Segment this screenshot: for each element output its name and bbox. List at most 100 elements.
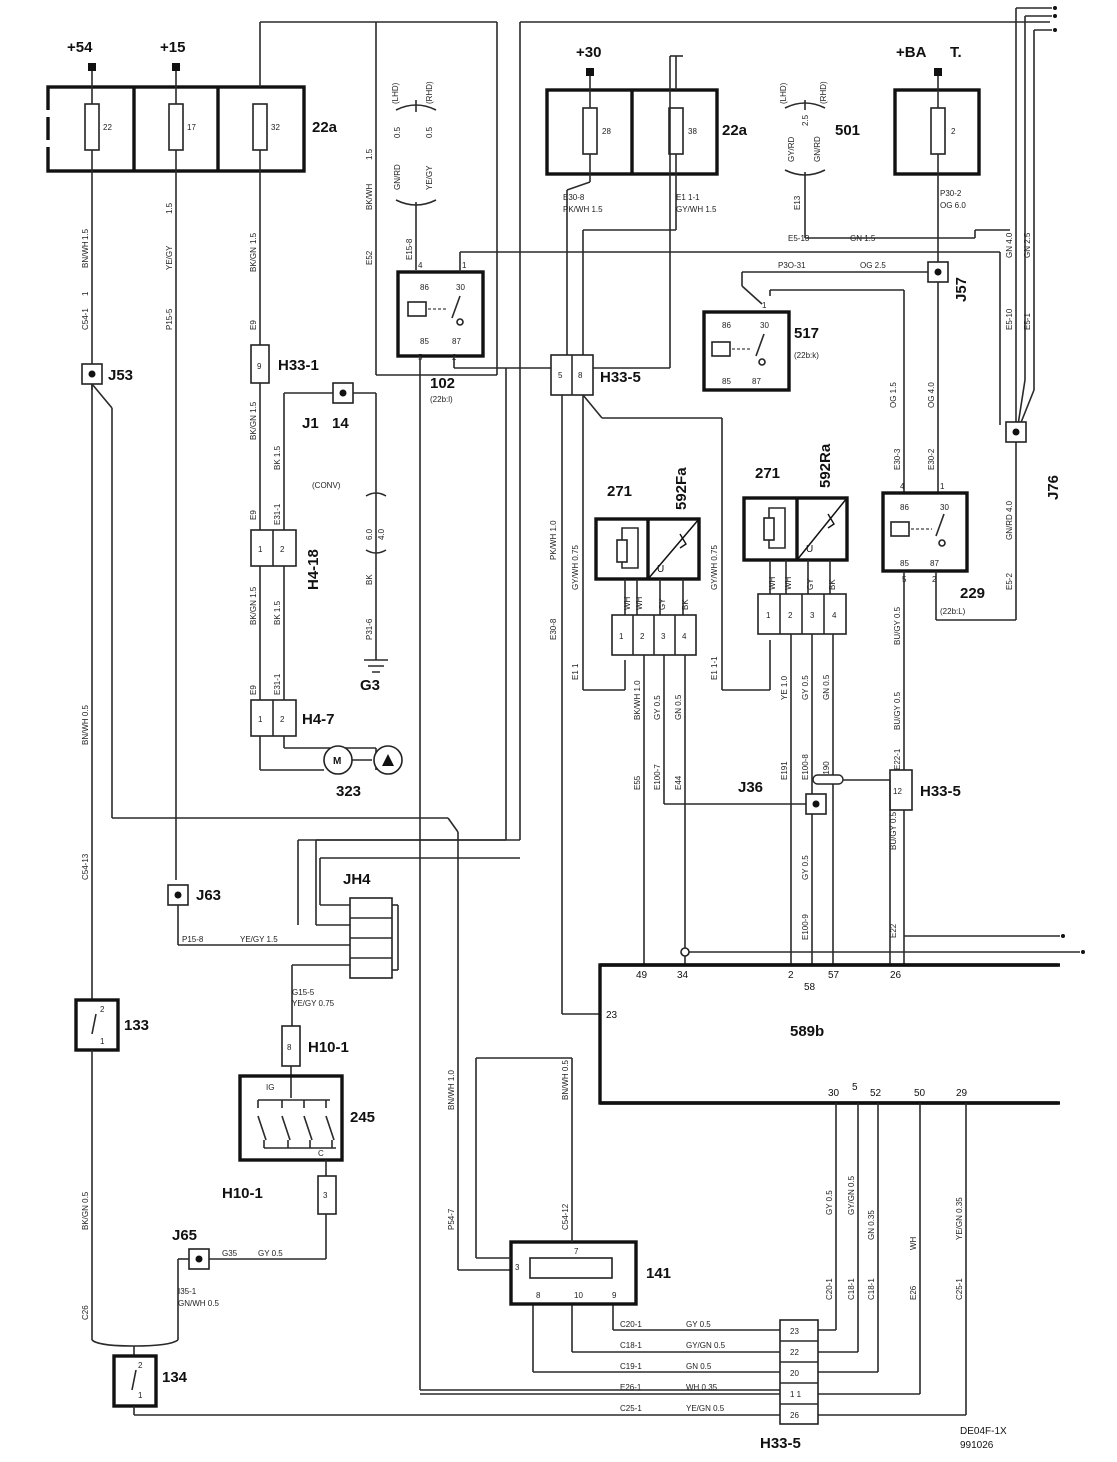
lbl-wh-a2: WH [635,596,644,610]
switch-134 [112,1354,158,1408]
fuse-22: 22 [103,123,112,132]
supply-bat-t: T. [950,44,962,61]
lbl-bkwh-15: 1.5 [365,148,374,160]
592ra-p3: 3 [810,611,815,620]
relay-102-pin1: 1 [462,261,467,270]
lbl-e31-1: E31-1 [273,503,282,525]
lbl-bkwh: BK/WH [365,184,374,210]
label-jh4: JH4 [343,871,371,888]
resistor-icon-b [763,517,775,541]
lbl-conv: (CONV) [312,481,341,490]
junction-j65-dot [195,1255,203,1263]
lbl-e100-9: E100-9 [801,914,810,940]
592fa-p4: 4 [682,632,687,641]
lbl-rhd2: (RHD) [819,81,828,104]
relay-229-pin1: 1 [940,482,945,491]
lbl-gy05d: GY 0.5 [258,1249,283,1258]
lbl-bnwh-15: 1.5 [81,228,90,240]
lbl-gn-15: GN 1.5 [850,234,876,243]
lbl-gnrd: GN/RD [393,164,402,190]
junction-j76: J76 [1045,475,1062,500]
terminal-30 [586,68,594,76]
label-h4-18: H4-18 [305,549,322,590]
junction-j76-dot [1012,428,1020,436]
lbl-gy-b: GY [806,578,815,590]
lbl-gn05b: GN 0.5 [822,674,831,700]
lbl-bk15b: BK 1.5 [273,600,282,625]
relay-229-86: 86 [900,503,909,512]
relay-102-30: 30 [456,283,465,292]
lbl-e15-8: E15-8 [405,238,414,260]
lbl-p15-8: P15-8 [182,935,204,944]
label-h33-5-bottom: H33-5 [760,1435,801,1452]
h33-5b-pin23: 23 [790,1327,799,1336]
lbl-bnwh: BN/WH [81,241,90,268]
pin-49: 49 [636,970,648,981]
component-517-sub: (22b:k) [794,351,819,360]
lbl-yegy-15: 1.5 [165,202,174,214]
wire-sheath [812,774,844,785]
c141-pin9: 9 [612,1291,617,1300]
lbl-e9-b: E9 [249,510,258,520]
lbl-wh-e26: WH [909,1236,918,1250]
component-589b: 589b [790,1023,824,1040]
lbl-wh-a1: WH [623,596,632,610]
lambda-icon-a [679,533,687,549]
lbl-v05b: 0.5 [425,126,434,138]
lbl-r-c19: C19-1 [620,1362,642,1371]
lbl-og40: OG 4.0 [927,382,936,408]
line-end-a [1081,950,1085,954]
lbl-c26: C26 [81,1305,90,1320]
relay-229-30: 30 [940,503,949,512]
relay-517-85: 85 [722,377,731,386]
592ra-p4: 4 [832,611,837,620]
lbl-gywh075: GY/WH 0.75 [571,545,580,590]
lbl-gnrd2: GN/RD [813,136,822,162]
fuse-box-right: 2 [893,88,981,176]
lbl-e9: E9 [249,320,258,330]
lbl-e30-3: E30-3 [893,448,902,470]
relay-229-pin4: 4 [900,482,905,491]
lbl-bkgn-b: BK/GN 1.5 [249,586,258,625]
sw133-pin1: 1 [100,1037,105,1046]
fuse-box-mid: 28 38 [545,88,719,176]
592ra-p1: 1 [766,611,771,620]
relay-102 [396,270,485,358]
junction-j63-dot [174,891,182,899]
component-271a: 271 [607,483,632,500]
junction-j63: J63 [196,887,221,904]
relay-517-87: 87 [752,377,761,386]
ground-g3: G3 [360,677,380,694]
lbl-r-wh: WH 0.35 [686,1383,718,1392]
component-592ra: 592Ra [817,443,834,488]
ref-501: 501 [835,122,860,139]
lbl-r-yegn: YE/GN 0.5 [686,1404,725,1413]
junction-j1-dot [339,389,347,397]
h33-5b-pin26: 26 [790,1411,799,1420]
lbl-p54-7: P54-7 [447,1208,456,1230]
h10-pin3: 3 [323,1191,328,1200]
lbl-bugy05: BU/GY 0.5 [893,606,902,645]
h10-pin8: 8 [287,1043,292,1052]
lbl-r-gy: GY 0.5 [686,1320,711,1329]
label-h33-5-top: H33-5 [600,369,641,386]
junction-j1-num: 14 [332,415,349,432]
label-h4-7: H4-7 [302,711,335,728]
junction-j57-dot [934,268,942,276]
ecu-cut [1058,960,1068,1110]
lbl-v60: 6.0 [365,528,374,540]
lbl-yegy2: YE/GY [425,165,434,190]
lbl-c25-1: C25-1 [955,1278,964,1300]
lbl-v05a: 0.5 [393,126,402,138]
component-592fa: 592Fa [673,467,690,510]
relay-229 [881,491,969,573]
lbl-e5-1: E5-1 [1023,313,1032,330]
lbl-c54-12: C54-12 [561,1203,570,1230]
relay-229-87: 87 [930,559,939,568]
lbl-e100-7: E100-7 [653,764,662,790]
lbl-og-60: OG 6.0 [940,201,966,210]
fuse-28: 28 [602,127,611,136]
lbl-e1-11: E1 1-1 [676,193,700,202]
lbl-c20-1: C20-1 [825,1278,834,1300]
terminal-54 [88,63,96,71]
